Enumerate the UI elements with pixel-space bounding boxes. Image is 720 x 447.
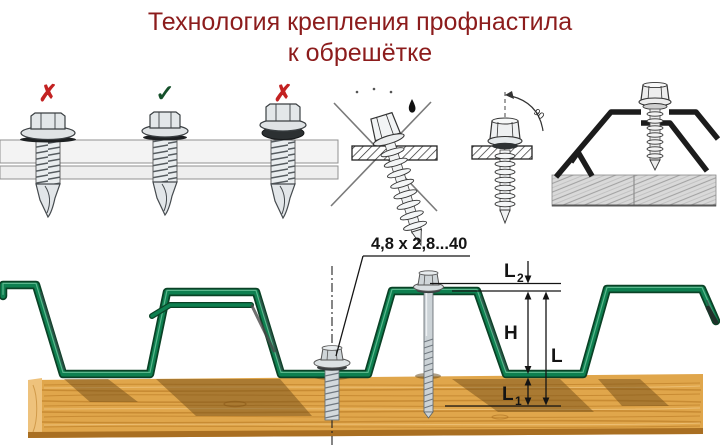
angle-arrow-icon	[505, 91, 514, 99]
profiled-sheet	[0, 280, 720, 379]
wrong-mark-icon: ✗	[273, 80, 292, 106]
crest-screw	[413, 270, 444, 419]
dim-L1-label: L	[502, 384, 514, 405]
dimension-arrows	[524, 275, 550, 406]
wood-batten	[28, 372, 703, 438]
dim-L-label: L	[551, 346, 563, 367]
title-line-2: к обрешётке	[287, 39, 433, 67]
dim-L2-label: L	[504, 261, 516, 282]
perpendicular-screw-figure: 90	[471, 91, 546, 225]
screw-size-label: 4,8 x 2,8...40	[371, 235, 467, 253]
overtightened-screw-figure	[20, 112, 76, 219]
tilted-screw-crossed-figure	[330, 87, 438, 247]
dimension-lines	[335, 255, 561, 407]
correct-mark-icon: ✓	[155, 80, 174, 106]
screw-depth-comparison-figure: ✗ ✓ ✗	[0, 80, 339, 220]
dim-L2-subscript: 2	[517, 271, 524, 285]
profiled-sheet-section-figure: 4,8 x 2,8...40 L 2 H L L 1	[0, 235, 720, 446]
correct-screw-figure	[141, 111, 189, 217]
page-title: Технология крепления профнастила к обреш…	[0, 7, 720, 69]
wrong-mark-icon: ✗	[38, 80, 57, 106]
cast-shadows	[64, 379, 669, 416]
title-line-1: Технология крепления профнастила	[147, 8, 573, 36]
dim-L1-subscript: 1	[515, 394, 522, 408]
dim-H-label: H	[504, 323, 518, 344]
crest-fastening-figure	[551, 81, 720, 207]
loose-screw-figure	[259, 103, 307, 220]
water-drop-icon	[408, 99, 416, 113]
